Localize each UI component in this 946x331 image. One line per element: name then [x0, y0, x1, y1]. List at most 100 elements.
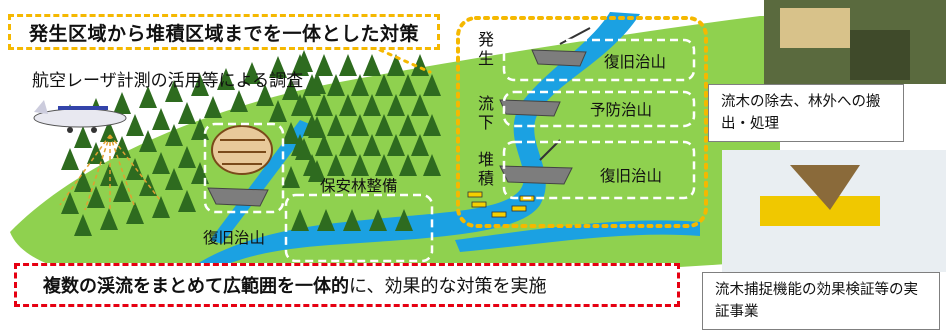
summary-bold: 複数の渓流をまとめて広範囲を一体的 — [43, 276, 349, 297]
tree-icon — [243, 62, 261, 84]
tree-icon — [113, 92, 131, 114]
tree-icon — [291, 209, 309, 231]
tree-icon — [100, 208, 118, 230]
tree-icon — [399, 74, 417, 96]
river-branch — [455, 220, 700, 252]
tree-icon — [315, 94, 333, 116]
tree-icon — [351, 114, 369, 136]
tree-icon — [339, 134, 357, 156]
tree-icon — [363, 54, 381, 76]
tree-icon — [411, 94, 429, 116]
tree-icon — [411, 134, 429, 156]
zone-generation-char-2: 生 — [477, 49, 494, 68]
tree-icon — [291, 54, 309, 76]
tree-icon — [269, 56, 287, 78]
tree-icon — [152, 108, 170, 130]
tree-icon — [282, 166, 300, 188]
measure-top-label: 復旧治山 — [604, 53, 667, 71]
zone-deposition-char-2: 積 — [477, 169, 494, 188]
lower-measure-box — [502, 140, 696, 200]
tree-icon — [303, 74, 321, 96]
tree-icon — [327, 154, 345, 176]
tree-icon — [165, 168, 183, 190]
tree-icon — [61, 148, 79, 170]
tree-icon — [291, 134, 309, 156]
tree-icon — [315, 134, 333, 156]
survey-label: 航空レーザ計測の活用等による調査 — [32, 71, 304, 91]
tree-icon — [74, 126, 92, 148]
zone-box — [456, 16, 708, 228]
tree-icon — [61, 192, 79, 214]
middle-measure-box — [502, 90, 696, 128]
tree-icon — [423, 74, 441, 96]
check-dam-icon — [207, 49, 587, 207]
tree-icon — [87, 186, 105, 208]
tree-icon — [282, 122, 300, 144]
tree-icon — [139, 130, 157, 152]
tree-icon — [139, 174, 157, 196]
tree-icon — [152, 152, 170, 174]
tree-icon — [351, 74, 369, 96]
tree-icon — [204, 96, 222, 118]
caption-verification: 流木捕捉機能の効果検証等の実証事業 — [702, 272, 940, 330]
zone-deposition: 堆 積 — [477, 150, 495, 188]
tree-icon — [113, 136, 131, 158]
debris-fence-icon — [539, 27, 591, 161]
tree-icon — [165, 80, 183, 102]
zone-generation: 発 生 — [477, 30, 495, 68]
summary-box: 複数の渓流をまとめて広範囲を一体的に、効果的な対策を実施 — [14, 263, 680, 307]
measure-lower-label: 復旧治山 — [600, 167, 663, 185]
tree-icon — [165, 124, 183, 146]
tree-icon — [375, 154, 393, 176]
top-measure-box — [502, 38, 696, 82]
tree-icon — [74, 214, 92, 236]
tree-icon — [230, 90, 248, 112]
tree-icon — [100, 164, 118, 186]
tree-icon — [363, 94, 381, 116]
zone-generation-char-1: 発 — [477, 30, 494, 49]
tree-icon — [375, 74, 393, 96]
title-box: 発生区域から堆積区域までを一体とした対策 — [8, 14, 440, 50]
tree-icon — [339, 94, 357, 116]
tree-icon — [113, 180, 131, 202]
tree-icon — [178, 102, 196, 124]
forest-box — [284, 193, 434, 263]
tree-icon — [74, 170, 92, 192]
tree-icon — [178, 146, 196, 168]
tree-icon — [100, 120, 118, 142]
tree-icon — [303, 154, 321, 176]
tree-icon — [178, 190, 196, 212]
summary-rest: に、効果的な対策を実施 — [349, 276, 547, 297]
tree-icon — [291, 94, 309, 116]
tree-icon — [256, 84, 274, 106]
tree-icon — [317, 209, 335, 231]
tree-icon — [369, 209, 387, 231]
tree-icon — [399, 154, 417, 176]
tree-icon — [315, 54, 333, 76]
laser-beams — [59, 134, 161, 212]
tree-icon — [191, 74, 209, 96]
river-tributary — [210, 120, 312, 244]
tree-icon — [303, 114, 321, 136]
tree-icon — [387, 134, 405, 156]
summary-text: 複数の渓流をまとめて広範囲を一体的に、効果的な対策を実施 — [43, 272, 546, 298]
tree-icon — [363, 134, 381, 156]
tree-icon — [387, 54, 405, 76]
photo-debris-removal — [764, 0, 946, 84]
forest-maintenance-label: 保安林整備 — [320, 177, 398, 195]
tree-icon — [339, 54, 357, 76]
tree-icon — [126, 114, 144, 136]
zone-flow: 流 下 — [477, 94, 495, 132]
title-text: 発生区域から堆積区域までを一体とした対策 — [28, 22, 419, 45]
tree-icon — [152, 196, 170, 218]
photo-debris-capture — [722, 150, 946, 272]
tree-icon — [269, 100, 287, 122]
measure-middle-label: 予防治山 — [590, 101, 653, 119]
tree-icon — [327, 114, 345, 136]
tree-icon — [375, 114, 393, 136]
tree-icon — [395, 209, 413, 231]
airplane-icon — [33, 100, 127, 133]
zone-deposition-char-1: 堆 — [477, 150, 494, 169]
tree-icon — [217, 68, 235, 90]
